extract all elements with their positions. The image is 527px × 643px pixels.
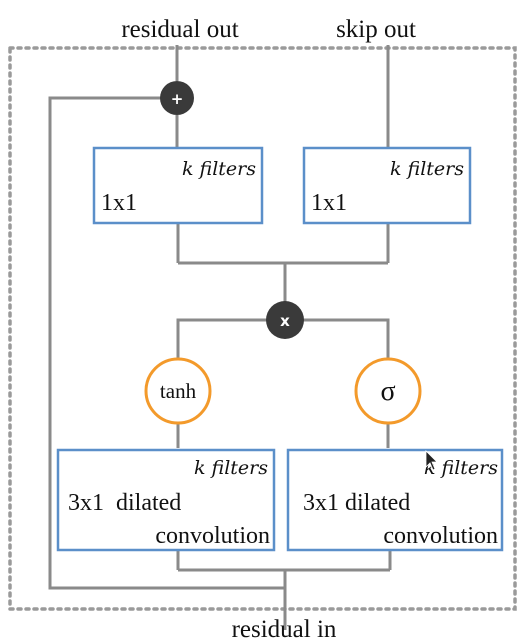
skip-1x1-op-label: 1x1: [311, 190, 347, 216]
tanh-label: tanh: [160, 379, 197, 403]
residual-1x1-filters-label: k filters: [182, 158, 256, 180]
left-dilated-op-label: 3x1 dilated: [68, 490, 181, 516]
right-dilated-op-label: 3x1 dilated: [303, 490, 410, 516]
multiply-operator: x: [266, 301, 304, 339]
right-dilated-op-label-2: convolution: [383, 523, 498, 549]
add-operator: +: [160, 81, 194, 115]
mouse-cursor-icon: [425, 450, 438, 471]
sigma-label: σ: [380, 376, 395, 407]
sigmoid-activation: σ: [354, 357, 422, 425]
residual-1x1-op-label: 1x1: [101, 190, 137, 216]
skip-1x1-conv-box: k filters 1x1: [302, 146, 472, 225]
multiply-icon: x: [280, 312, 290, 330]
left-dilated-op-label-2: convolution: [155, 523, 270, 549]
right-dilated-filters-label: k filters: [424, 457, 498, 479]
wires: [48, 45, 392, 630]
plus-icon: +: [171, 90, 184, 108]
skip-1x1-filters-label: k filters: [390, 158, 464, 180]
block-frame: [8, 46, 517, 611]
residual-out-label: residual out: [121, 16, 238, 43]
left-dilated-filters-label: k filters: [194, 457, 268, 479]
residual-in-label: residual in: [232, 616, 337, 643]
skip-out-label: skip out: [336, 16, 416, 43]
tanh-activation: tanh: [144, 357, 212, 425]
right-dilated-conv-box: k filters 3x1 dilated convolution: [286, 448, 504, 552]
left-dilated-conv-box: k filters 3x1 dilated convolution: [56, 448, 276, 552]
residual-1x1-conv-box: k filters 1x1: [92, 146, 264, 225]
